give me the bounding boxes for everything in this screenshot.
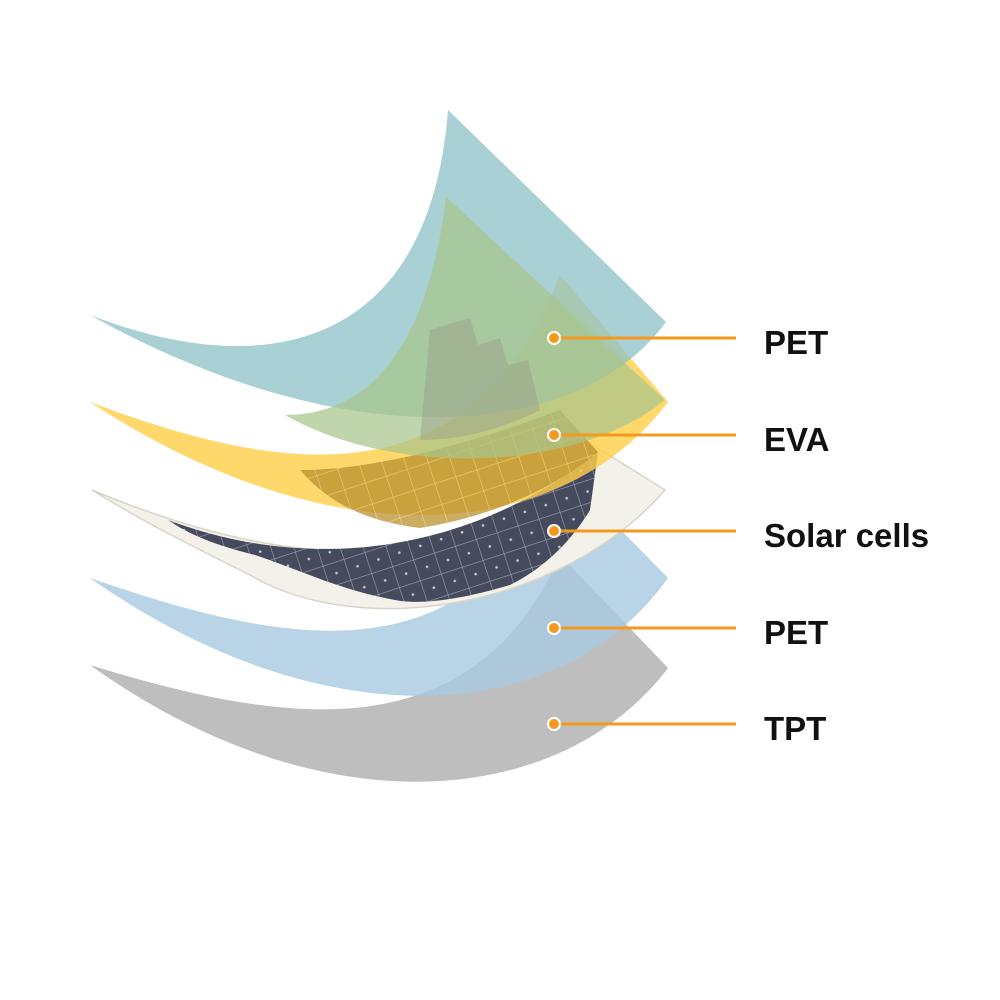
callout-dot: [547, 524, 561, 538]
solar-cells-grid: [168, 452, 598, 602]
callout-dot: [547, 428, 561, 442]
callout-tpt: TPT: [547, 710, 826, 747]
callout-dot: [547, 621, 561, 635]
label-solar-cells: Solar cells: [764, 517, 929, 554]
label-tpt: TPT: [764, 710, 826, 747]
callout-dot: [547, 717, 561, 731]
label-pet-top: PET: [764, 324, 828, 361]
callout-solar-cells: Solar cells: [547, 517, 929, 554]
callout-pet-bottom: PET: [547, 614, 828, 651]
top-cells-tint: [420, 318, 540, 440]
tpt-sheet: [90, 555, 668, 782]
label-pet-bottom: PET: [764, 614, 828, 651]
callout-dot: [547, 331, 561, 345]
callout-pet-top: PET: [547, 324, 828, 361]
label-eva: EVA: [764, 421, 829, 458]
pet-bottom-sheet: [90, 468, 668, 696]
callout-eva: EVA: [547, 421, 829, 458]
pet-top-inner-sheet: [285, 197, 665, 459]
